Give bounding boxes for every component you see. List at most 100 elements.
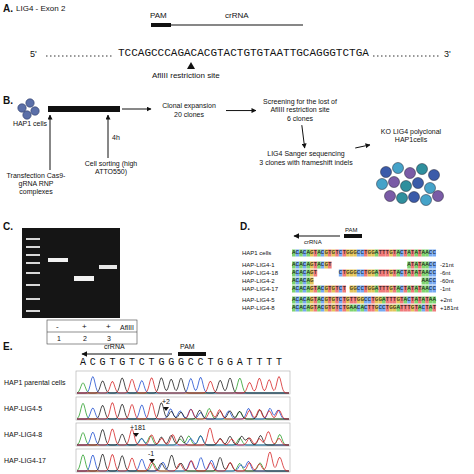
flow-arrow	[226, 110, 256, 111]
cell-icon	[31, 107, 39, 115]
cell-icon	[429, 170, 440, 181]
chromatogram-trace	[77, 403, 289, 419]
gel-band	[99, 265, 117, 269]
chromatogram-trace	[77, 430, 289, 445]
gel-lane-treatment: +	[106, 323, 111, 331]
indel-pointer	[149, 459, 155, 463]
pam-label: PAM	[180, 343, 195, 350]
indel-marker: +2	[162, 398, 170, 405]
process-step: KO LIG4 polyclonal HAP1cells	[372, 128, 450, 144]
chromatogram-trace	[77, 377, 289, 393]
dotted-strand	[373, 56, 440, 57]
panel-letter: B.	[3, 96, 13, 106]
panel-letter: D.	[240, 222, 250, 232]
aligned-sequence: ACACAGTACGTGTCTGAACACTTGCCTGGATTTGTACTAT	[292, 305, 436, 311]
cell-icon	[393, 163, 404, 174]
gel-lane-treatment: +	[82, 323, 87, 331]
restriction-site-marker	[187, 62, 195, 69]
strand-end: 5'	[30, 50, 37, 59]
cell-icon	[397, 193, 408, 204]
step-text: HAP1 cells	[8, 120, 52, 128]
panel-letter: C.	[3, 222, 13, 232]
process-step: Clonal expansion20 clones	[154, 102, 224, 119]
sample-name: HAP-LIG4-17	[242, 286, 278, 292]
process-step: Transfection Cas9-gRNA RNP complexes	[6, 172, 66, 196]
aligned-sequence: ACACAG AACC	[292, 278, 436, 284]
timeline-bar	[48, 106, 120, 112]
cell-icon	[18, 104, 26, 112]
aligned-sequence: ACACAGTACGT ATATAACC	[292, 262, 436, 268]
step-text: KO LIG4 polyclonal HAP1cells	[372, 128, 450, 144]
strand-end: 3'	[444, 50, 451, 59]
indel-size: -21nt	[440, 262, 454, 268]
lane-number: 1	[57, 335, 61, 342]
sample-name: HAP-LIG4-2	[242, 278, 275, 284]
crrna-line	[171, 24, 303, 25]
indel-marker: -1	[148, 450, 154, 457]
pam-bar	[151, 23, 171, 27]
sample-name: HAP1 cells	[242, 250, 271, 256]
gel-image	[22, 228, 120, 318]
chromatogram-trace	[77, 403, 289, 419]
cell-icon	[409, 192, 420, 203]
chromatogram-frame	[76, 449, 290, 472]
chromatogram-frame	[76, 371, 290, 394]
step-detail: 3 clones with frameshift indels	[258, 159, 354, 167]
ladder-band	[26, 262, 40, 264]
panel-letter: A.	[3, 4, 13, 14]
pam-bar	[344, 234, 362, 238]
cell-icon	[421, 195, 432, 206]
sample-name: HAP-LIG4-17	[4, 457, 46, 464]
crrna-label: crRNA	[104, 343, 125, 350]
time-label: 4h	[112, 134, 120, 141]
lane-number: 2	[83, 335, 87, 342]
ladder-band	[26, 310, 40, 312]
flow-arrow	[355, 145, 370, 148]
chromatogram-frame	[76, 423, 290, 446]
sample-name: HAP-LIG4-8	[4, 431, 42, 438]
cell-icon	[433, 191, 444, 202]
aligned-sequence: ACACAGTACGTGTCTGTTGGCCTGGATTTGTACTATATAA	[292, 297, 436, 303]
indel-size: -60nt	[440, 278, 454, 284]
sample-name: HAP-LIG4-8	[242, 305, 275, 311]
gene-exon-title: LIG4 - Exon 2	[16, 5, 65, 13]
cell-icon	[417, 164, 428, 175]
ladder-band	[26, 284, 40, 286]
cell-icon	[405, 168, 416, 179]
aligned-sequence: ACACAGTACGTGTCT GGCCTGGATTTGTACTATATAACC	[292, 286, 436, 292]
enzyme-label: AflIII	[120, 324, 134, 331]
flow-arrow	[302, 125, 305, 148]
ladder-band	[26, 298, 40, 300]
lane-number: 3	[107, 335, 111, 342]
sample-name: HAP-LIG4-18	[242, 270, 278, 276]
chromatogram-trace	[77, 428, 289, 445]
step-text: Cell sorting (high ATTO550)	[80, 160, 142, 176]
cell-icon	[413, 178, 424, 189]
crrna-label: crRNA	[225, 12, 249, 20]
dna-sequence: TCCAGCCCAGACACGTACTGTGTAATTGCAGGGTCTGA	[118, 48, 369, 59]
process-step: HAP1 cells	[8, 120, 52, 128]
cell-icon	[377, 179, 388, 190]
panel-letter: E.	[3, 342, 12, 352]
gel-band	[48, 258, 68, 262]
indel-size: -6nt	[440, 270, 450, 276]
chromatogram-trace	[77, 452, 289, 471]
indel-size: +2nt	[440, 297, 452, 303]
ladder-band	[26, 254, 40, 256]
cell-icon	[385, 191, 396, 202]
flow-arrow	[122, 109, 151, 110]
ladder-band	[26, 238, 40, 240]
pam-bar	[178, 352, 206, 356]
chromatogram-frame	[76, 397, 290, 420]
process-step: LIG4 Sanger sequencing3 clones with fram…	[258, 150, 354, 167]
step-text: Screening for the lost of AflIII restric…	[258, 98, 342, 114]
gel-table-frame	[47, 320, 137, 344]
crrna-arrow	[294, 235, 340, 236]
step-detail: 20 clones	[154, 111, 224, 119]
chromatogram-trace	[77, 378, 289, 393]
crrna-label: crRNA	[304, 239, 322, 245]
process-step: Screening for the lost of AflIII restric…	[258, 98, 342, 123]
cell-icon	[26, 99, 34, 107]
flow-arrow	[50, 115, 51, 170]
